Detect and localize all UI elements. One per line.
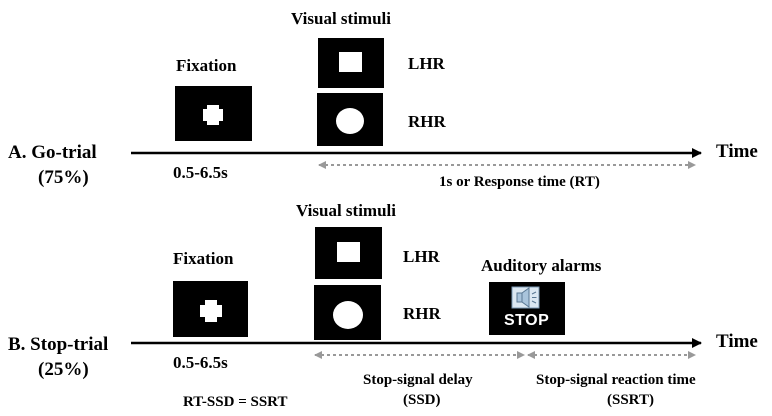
square-stimulus-icon <box>339 52 362 72</box>
square-stimulus-icon <box>337 242 360 262</box>
circle-stimulus-icon <box>336 108 364 134</box>
stop-lhr-label: LHR <box>403 247 440 266</box>
ssrt-abbr: (SSRT) <box>607 392 654 408</box>
fixation-cross-icon <box>203 105 223 125</box>
ssd-label: Stop-signal delay <box>363 372 473 388</box>
ssd-abbr: (SSD) <box>403 392 441 408</box>
go-stimuli-title: Visual stimuli <box>291 9 391 28</box>
go-trial-percent: (75%) <box>38 167 89 188</box>
stop-lhr-box <box>315 227 382 279</box>
go-fixation-box <box>175 86 252 141</box>
speaker-icon <box>511 286 540 309</box>
stop-fixation-title: Fixation <box>173 249 234 268</box>
stop-fixation-duration: 0.5-6.5s <box>173 353 228 372</box>
stop-trial-percent: (25%) <box>38 359 89 380</box>
stop-text: STOP <box>504 312 550 329</box>
stop-fixation-box <box>173 281 248 337</box>
stop-alarm-sign: STOP <box>489 282 565 335</box>
go-rhr-label: RHR <box>408 112 446 131</box>
rt-ssd-formula: RT-SSD = SSRT <box>183 394 288 410</box>
go-window-label: 1s or Response time (RT) <box>439 174 600 190</box>
stop-rhr-label: RHR <box>403 304 441 323</box>
ssrt-label: Stop-signal reaction time <box>536 372 696 388</box>
stop-stimuli-title: Visual stimuli <box>296 201 396 220</box>
go-fixation-duration: 0.5-6.5s <box>173 163 228 182</box>
fixation-cross-icon <box>200 300 222 322</box>
go-trial-label: A. Go-trial <box>8 142 97 163</box>
go-fixation-title: Fixation <box>176 56 237 75</box>
stop-rhr-box <box>314 285 381 340</box>
stop-trial-label: B. Stop-trial <box>8 334 109 355</box>
alarm-title: Auditory alarms <box>481 256 602 275</box>
go-lhr-label: LHR <box>408 54 445 73</box>
go-lhr-box <box>318 38 384 88</box>
circle-stimulus-icon <box>333 301 363 329</box>
go-time-label: Time <box>716 141 758 162</box>
go-rhr-box <box>317 93 383 146</box>
stop-time-label: Time <box>716 331 758 352</box>
